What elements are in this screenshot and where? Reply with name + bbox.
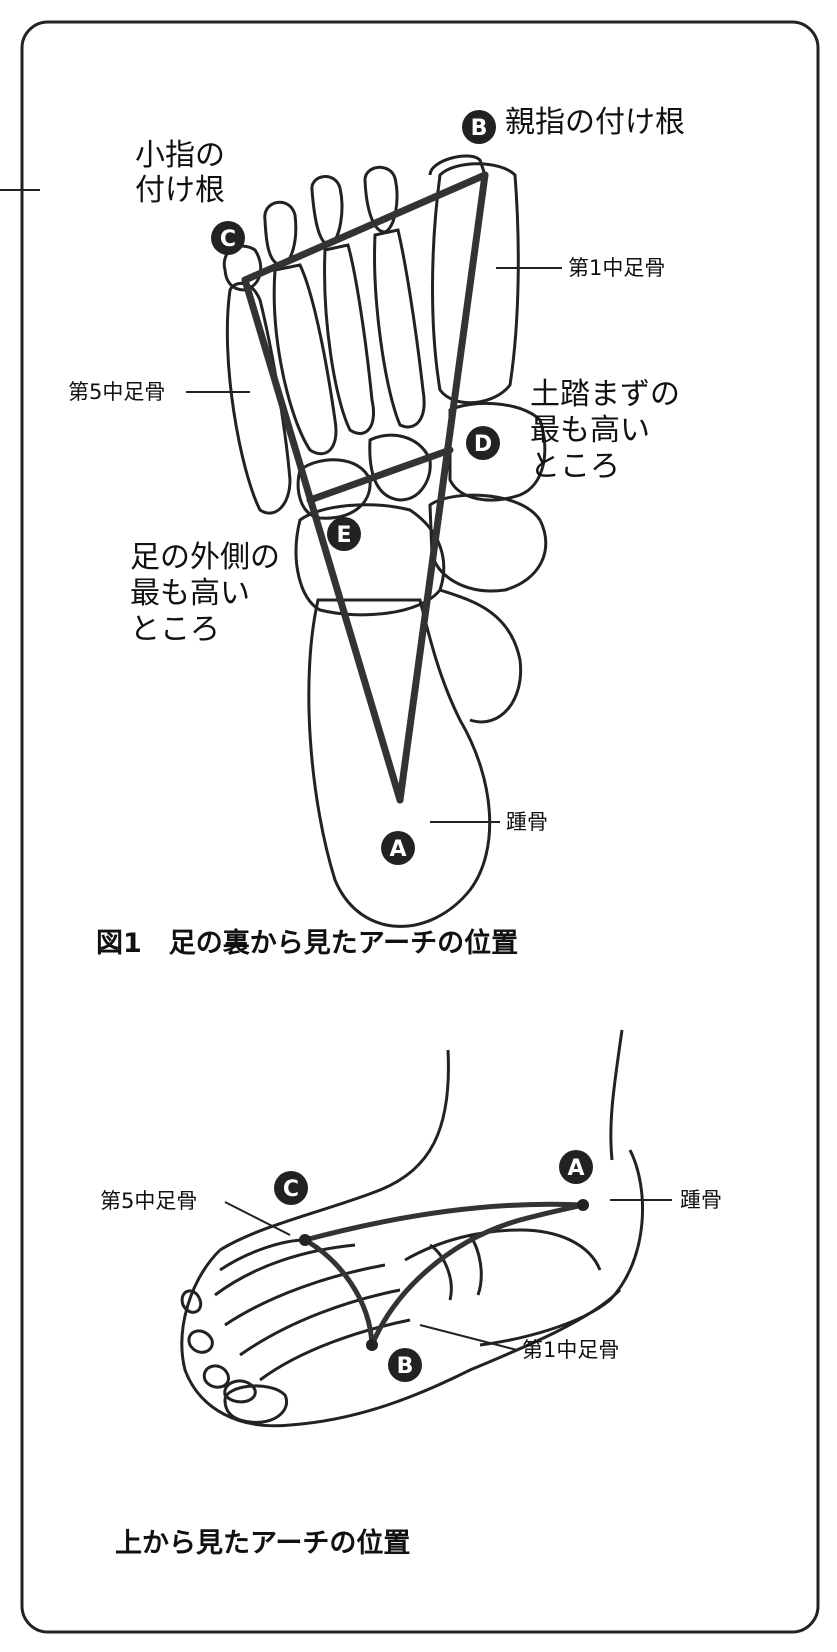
badge-c-fig1: C (211, 221, 245, 255)
heel-outline (479, 1149, 644, 1347)
metatarsal-5-bone (225, 281, 292, 515)
node-c-fig2 (299, 1234, 311, 1246)
navicular-top (429, 1243, 453, 1301)
shaft-5 (219, 1238, 306, 1272)
toe2-1 (180, 1289, 203, 1314)
figure2-caption: 上から見たアーチの位置 (115, 1527, 410, 1559)
figure1-foot-sole (222, 154, 548, 928)
arch2-c-a (302, 1201, 586, 1243)
label-fifth-metatarsal-fig2: 第5中足骨 (100, 1189, 197, 1213)
label-pinky-base-line2: 付け根 (135, 173, 225, 208)
cuneiform-top (468, 1234, 483, 1296)
badge-c-fig2: C (274, 1171, 308, 1205)
calcaneus-bone (307, 598, 492, 928)
leader-meta1-fig2 (419, 1324, 518, 1351)
metatarsal-4-bone (272, 263, 338, 456)
arch2-b-a (369, 1202, 586, 1348)
toe-4 (263, 200, 298, 267)
badge-a-fig1: A (381, 831, 415, 865)
badge-e-letter: E (336, 523, 351, 548)
label-outer-high-line3: ところ (130, 612, 220, 647)
badge-b-letter: B (471, 116, 488, 141)
leg-back-outline (609, 1029, 624, 1161)
frame-border (20, 20, 820, 1634)
label-thumb-base: 親指の付け根 (505, 105, 685, 140)
navicular-bone (428, 493, 548, 593)
cuneiform-lat-bone (296, 458, 372, 520)
toe2-4 (223, 1379, 257, 1404)
figure1-caption: 図1 足の裏から見たアーチの位置 (96, 927, 518, 959)
figure2-foot-top (180, 1029, 644, 1428)
badge-a-fig2: A (559, 1150, 593, 1184)
leader-meta5-fig2 (224, 1201, 291, 1236)
shaft-1 (259, 1318, 411, 1382)
toe-3 (310, 175, 344, 247)
arch-c-a (241, 276, 404, 804)
figure1-arch-lines (241, 171, 489, 804)
label-heel-bone-fig1: 踵骨 (506, 810, 548, 834)
node-b-fig2 (366, 1339, 378, 1351)
metatarsal-1-bone (431, 162, 520, 405)
arch-e-d (306, 446, 454, 504)
label-first-metatarsal: 第1中足骨 (568, 256, 665, 280)
label-outer-high-line1: 足の外側の (130, 540, 280, 575)
arch-c-b (241, 171, 489, 284)
arch-b-a (396, 171, 489, 804)
badge-d-fig1: D (466, 426, 500, 460)
arch2-c-b (302, 1237, 375, 1348)
label-first-metatarsal-fig2: 第1中足骨 (522, 1338, 619, 1362)
badge-b2-letter: B (397, 1354, 414, 1379)
label-heel-bone-fig2: 踵骨 (680, 1188, 722, 1212)
shaft-3 (224, 1263, 386, 1327)
toe-1 (428, 154, 487, 176)
badge-a2-letter: A (567, 1156, 584, 1181)
badge-d-letter: D (474, 432, 492, 457)
talus-bone (439, 588, 523, 724)
toe2-3 (202, 1364, 230, 1389)
node-a-fig2 (577, 1199, 589, 1211)
label-outer-high-line2: 最も高い (130, 576, 250, 611)
metatarsal-3-bone (323, 243, 375, 435)
toe2-2 (187, 1329, 214, 1354)
shaft-2 (239, 1288, 401, 1357)
badge-b-fig1: B (462, 110, 496, 144)
label-pinky-base-line1: 小指の (135, 138, 225, 173)
tarsal-area (404, 1228, 602, 1271)
label-arch-high-line2: 最も高い (530, 413, 650, 448)
leg-front-outline (219, 1049, 450, 1252)
label-fifth-metatarsal: 第5中足骨 (68, 380, 165, 404)
shaft-4 (214, 1243, 356, 1297)
foot-outer-outline (180, 1248, 622, 1428)
badge-c-letter: C (220, 227, 236, 252)
label-arch-high-line3: ところ (530, 449, 620, 484)
badge-e-fig1: E (327, 517, 361, 551)
cuneiform-mid-bone (368, 433, 432, 502)
badge-b-fig2: B (388, 1348, 422, 1382)
badge-a-letter: A (389, 837, 406, 862)
toe2-big (223, 1384, 288, 1424)
metatarsal-2-bone (373, 228, 426, 429)
cuneiform-d-bone (448, 402, 547, 502)
label-arch-high-line1: 土踏まずの (530, 377, 680, 412)
cuboid-bone (294, 503, 446, 617)
badge-c2-letter: C (283, 1177, 299, 1202)
figure2-arch-lines (302, 1201, 586, 1348)
